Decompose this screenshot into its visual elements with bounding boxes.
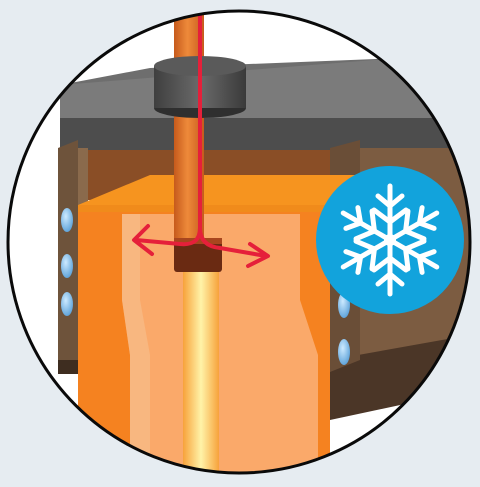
molten-channel <box>183 268 219 487</box>
cooling-holes-left <box>61 208 73 316</box>
cooling-badge <box>316 166 464 314</box>
